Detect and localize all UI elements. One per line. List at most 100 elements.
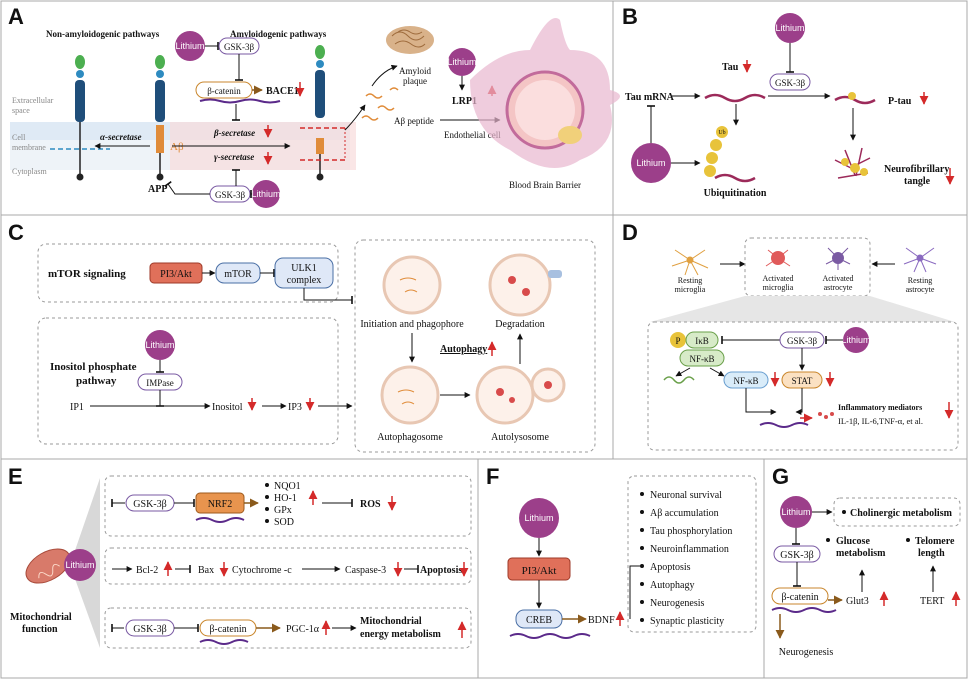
lithium-node-d bbox=[843, 327, 869, 353]
ub-label: Ub bbox=[718, 130, 725, 136]
inositol-pathway-label-2: pathway bbox=[76, 375, 117, 387]
cytokines-label: IL-1β, IL-6,TNF-α, et al. bbox=[838, 416, 923, 426]
panel-f-label: F bbox=[486, 464, 499, 489]
beta-catenin-box-g bbox=[771, 587, 829, 605]
outcome-item: Aβ accumulation bbox=[650, 508, 719, 519]
mtor-label: mTOR bbox=[224, 269, 252, 280]
resting-astrocyte-icon bbox=[903, 247, 937, 273]
abeta-peptide-label: Aβ peptide bbox=[394, 116, 434, 126]
beta-catenin-label-a: β-catenin bbox=[207, 86, 241, 96]
panel-a-label: A bbox=[8, 4, 24, 29]
ikb-box bbox=[685, 331, 719, 349]
bbb-label: Blood Brain Barrier bbox=[509, 180, 581, 190]
phagophore-icon bbox=[382, 255, 442, 315]
outcome-item: Synaptic plasticity bbox=[650, 616, 724, 627]
gsk-label-a-top: GSK-3β bbox=[224, 42, 255, 52]
ros-label: ROS bbox=[360, 499, 381, 510]
nft-label-2: tangle bbox=[904, 176, 931, 187]
mito-function-2: function bbox=[22, 624, 58, 635]
target-nqo1: NQO1 bbox=[274, 481, 301, 492]
panel-b: B Lithium GSK-3β Tau mRNA Tau P-tau Ub U… bbox=[622, 4, 955, 199]
inositol-pathway-box bbox=[37, 317, 339, 445]
nrf2-label: NRF2 bbox=[208, 499, 232, 510]
outcomes-list: Neuronal survival Aβ accumulation Tau ph… bbox=[640, 490, 732, 627]
autophagosome-icon bbox=[380, 365, 440, 425]
neurogenesis-label: Neurogenesis bbox=[779, 647, 834, 658]
panel-g-label: G bbox=[772, 464, 789, 489]
activated-microglia-2: microglia bbox=[763, 283, 794, 292]
ulk1-label-1: ULK1 bbox=[291, 263, 317, 274]
glut3-label: Glut3 bbox=[846, 596, 869, 607]
telomere-label-1: Telomere bbox=[915, 536, 955, 547]
lithium-label-a-top: Lithium bbox=[175, 41, 204, 51]
panel-c: C mTOR signaling PI3/Akt mTOR ULK1 compl… bbox=[8, 220, 596, 453]
non-amyloid-title: Non-amyloidogenic pathways bbox=[46, 29, 160, 39]
autolysosome-icon bbox=[475, 365, 566, 425]
lithium-label-a-lrp: Lithium bbox=[447, 57, 476, 67]
gsk-label-e1: GSK-3β bbox=[133, 499, 166, 510]
activated-astrocyte-icon bbox=[825, 247, 851, 270]
tau-label: Tau bbox=[722, 62, 739, 73]
app-protein-right bbox=[315, 45, 325, 181]
outcome-item: Neuroinflammation bbox=[650, 544, 729, 555]
ip1-label: IP1 bbox=[70, 402, 84, 413]
apoptosis-pathway-box bbox=[104, 547, 472, 585]
membrane-label-2: membrane bbox=[12, 143, 46, 152]
creb-label: CREB bbox=[526, 615, 552, 626]
degradation-icon bbox=[488, 253, 562, 317]
degradation-label: Degradation bbox=[495, 319, 544, 330]
target-ho1: HO-1 bbox=[274, 493, 297, 504]
lithium-label-g: Lithium bbox=[781, 507, 810, 517]
panel-b-label: B bbox=[622, 4, 638, 29]
alpha-secretase: α-secretase bbox=[100, 132, 141, 142]
resting-microglia-2: microglia bbox=[675, 285, 706, 294]
resting-microglia-icon bbox=[671, 249, 709, 276]
panel-d: D Resting microglia Activated microglia … bbox=[622, 220, 959, 451]
pgc-label: PGC-1α bbox=[286, 624, 320, 635]
glucose-label-1: Glucose bbox=[836, 536, 870, 547]
lithium-label-e: Lithium bbox=[65, 560, 94, 570]
zoom-wedge bbox=[650, 296, 955, 322]
target-sod: SOD bbox=[274, 517, 294, 528]
membrane-label-1: Cell bbox=[12, 133, 26, 142]
bdnf-label: BDNF bbox=[588, 615, 615, 626]
neurofibrillary-tangle-icon bbox=[834, 147, 871, 179]
ulk1-label-2: complex bbox=[287, 275, 321, 286]
abeta-label: Aβ bbox=[170, 141, 184, 153]
phospho-p-icon bbox=[670, 332, 686, 348]
cholinergic-label: Cholinergic metabolism bbox=[850, 508, 953, 519]
cholinergic-box bbox=[833, 497, 961, 527]
lithium-node-a-lrp bbox=[448, 48, 476, 76]
mito-energy-2: energy metabolism bbox=[360, 629, 441, 640]
gamma-secretase: γ-secretase bbox=[214, 152, 254, 162]
bace1-label: BACE1 bbox=[266, 86, 299, 97]
ip3-label: IP3 bbox=[288, 402, 302, 413]
lithium-node-g bbox=[780, 496, 812, 528]
outcome-item: Apoptosis bbox=[650, 562, 691, 573]
activated-astrocyte-1: Activated bbox=[822, 274, 853, 283]
resting-astrocyte-2: astrocyte bbox=[906, 285, 935, 294]
resting-microglia-1: Resting bbox=[678, 276, 702, 285]
lithium-node-c bbox=[145, 330, 175, 360]
activated-microglia-1: Activated bbox=[762, 274, 793, 283]
ubiquitin-chain-icon bbox=[704, 126, 756, 183]
gsk-label-g: GSK-3β bbox=[780, 550, 813, 561]
autophagosome-label: Autophagosome bbox=[377, 432, 443, 443]
nfkb-box-complex bbox=[679, 349, 725, 367]
nrf2-pathway-box bbox=[104, 475, 472, 537]
activated-astrocyte-2: astrocyte bbox=[824, 283, 853, 292]
ptau-label: P-tau bbox=[888, 96, 912, 107]
casp3-label: Caspase-3 bbox=[345, 565, 386, 576]
activated-cells-box bbox=[744, 237, 871, 297]
mtor-signaling-box bbox=[37, 243, 339, 303]
app-protein-left bbox=[75, 55, 85, 181]
lithium-node-f bbox=[519, 498, 559, 538]
lithium-node-e bbox=[64, 549, 96, 581]
panel-e: E Lithium Mitochondrial function GSK-3β … bbox=[8, 464, 472, 649]
gsk-label-b: GSK-3β bbox=[775, 78, 806, 88]
app-label: APP bbox=[148, 184, 167, 195]
tert-label: TERT bbox=[920, 596, 944, 607]
target-gpx: GPx bbox=[274, 505, 292, 516]
